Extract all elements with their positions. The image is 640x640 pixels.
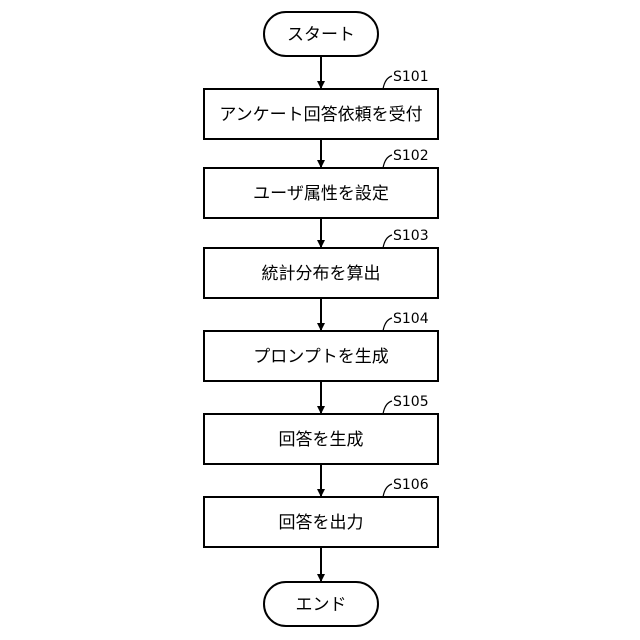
step-id: S102 — [393, 148, 429, 164]
step-id: S105 — [393, 394, 429, 410]
step-text: プロンプトを生成 — [253, 347, 389, 367]
step-text: 回答を出力 — [279, 513, 364, 533]
start-terminal: スタート — [264, 12, 378, 56]
step-id: S106 — [393, 477, 429, 493]
step-id: S101 — [393, 69, 429, 85]
step-text: ユーザ属性を設定 — [253, 184, 389, 204]
step-text: アンケート回答依頼を受付 — [219, 105, 422, 125]
end-terminal: エンド — [264, 582, 378, 626]
step-id: S103 — [393, 228, 429, 244]
step-id: S104 — [393, 311, 429, 327]
step-text: 統計分布を算出 — [262, 264, 381, 284]
step-text: 回答を生成 — [279, 430, 364, 450]
start-label: スタート — [287, 25, 355, 45]
end-label: エンド — [296, 595, 347, 615]
